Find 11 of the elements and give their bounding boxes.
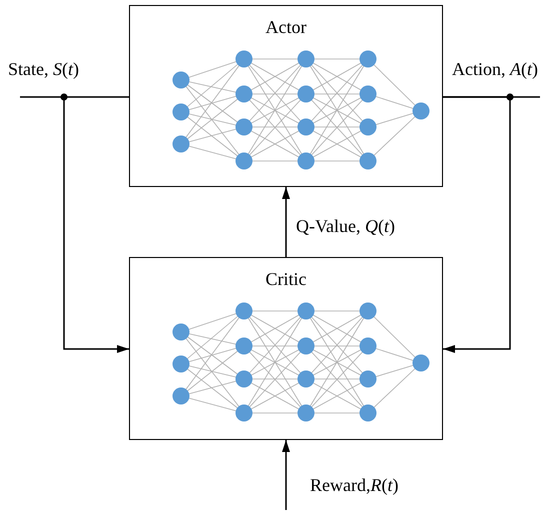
edge-label: Q-Value, Q(t)	[296, 215, 395, 237]
box-title: Actor	[266, 17, 306, 37]
edge-label: Reward,R(t)	[310, 474, 398, 496]
network-box	[129, 257, 443, 440]
edge-label: Action, A(t)	[452, 58, 538, 80]
edge-label: State, S(t)	[8, 58, 80, 80]
arrow	[282, 440, 290, 510]
network-box	[129, 5, 443, 187]
arrow	[443, 96, 511, 353]
box-title: Critic	[266, 269, 306, 289]
arrow	[282, 187, 290, 257]
